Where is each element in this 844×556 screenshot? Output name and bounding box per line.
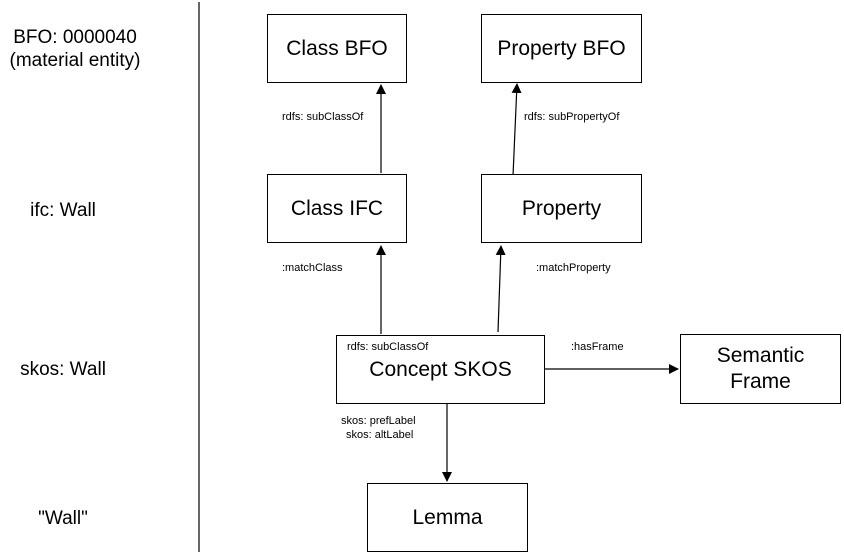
row-label-bfo: BFO: 0000040 (material entity) (4, 26, 146, 72)
edge-property-to-property-bfo (511, 83, 522, 177)
node-property-bfo: Property BFO (481, 14, 642, 83)
edge-label-has-frame: :hasFrame (571, 341, 624, 353)
edge-label-subclassof-bfo: rdfs: subClassOf (282, 111, 364, 123)
edge-label-match-property: :matchProperty (536, 262, 611, 274)
edge-skos-to-property (495, 245, 506, 333)
edge-label-pref-label: skos: prefLabel (341, 415, 416, 427)
node-semantic-frame: Semantic Frame (680, 334, 841, 404)
node-lemma: Lemma (367, 483, 528, 552)
row-label-skos: skos: Wall (20, 359, 106, 380)
node-class-bfo: Class BFO (267, 14, 407, 83)
node-concept-skos: Concept SKOS (336, 335, 545, 404)
row-label-bfo-desc: (material entity) (9, 50, 141, 71)
row-label-ifc: ifc: Wall (30, 200, 96, 221)
node-class-ifc: Class IFC (267, 174, 407, 243)
edge-label-subclassof-skos: rdfs: subClassOf (347, 341, 429, 353)
edge-label-subpropertyof: rdfs: subPropertyOf (524, 111, 620, 123)
row-label-bfo-id: BFO: 0000040 (13, 27, 137, 48)
edge-label-match-class: :matchClass (282, 262, 343, 274)
edge-label-alt-label: skos: altLabel (346, 429, 414, 441)
node-property: Property (481, 174, 642, 243)
row-label-word: "Wall" (38, 508, 88, 529)
